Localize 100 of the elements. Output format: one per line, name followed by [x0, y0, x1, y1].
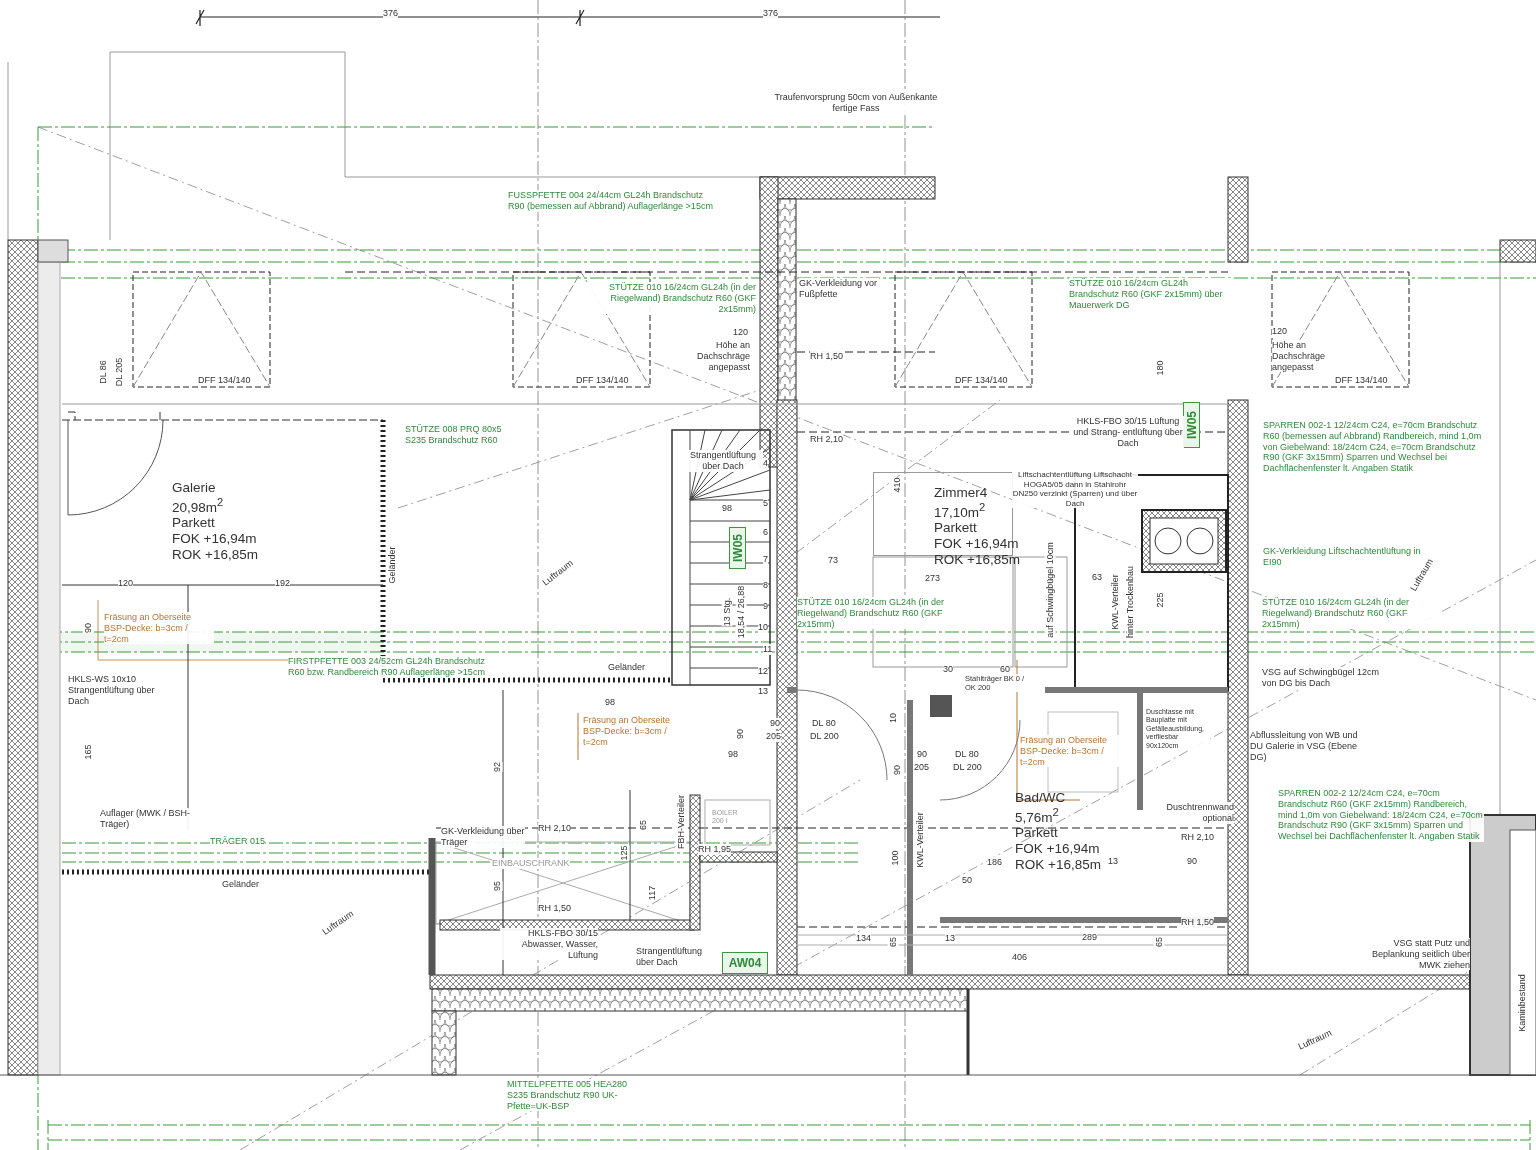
dimension-value: 192	[275, 578, 291, 589]
structural-note: STÜTZE 008 PRQ 80x5 S235 Brandschutz R60	[405, 424, 505, 446]
annotation: HKLS-FBO 30/15 Lüftung und Strang- entlüftung über Dach	[1072, 416, 1184, 449]
step-number: 10	[758, 622, 768, 633]
ceiling-height: RH 1,50	[810, 351, 844, 362]
roof-window-label: DFF 134/140	[576, 375, 629, 386]
floor-level: FOK +16,94m	[1015, 840, 1101, 857]
dimension-value: DL 205	[113, 357, 125, 387]
structural-note: SPARREN 002-2 12/24cm C24, e=70cm Brandschutz R60 (GKF 2x15mm) Randbereich, mind 1,0m von Giebelwand: 18/24cm C24, e=70cm Brandschutz R90 (GKF 3x15mm) Sparren und Wechsel bei Dachflächenfenster lt. Angaben Statik	[1278, 788, 1484, 842]
floor-finish: Parkett	[172, 515, 216, 531]
dimension-value: 13 Stg.	[721, 597, 733, 627]
dimension-value: 406	[1012, 952, 1028, 963]
annotation: HKLS-WS 10x10 Strangentlüftung über Dach	[68, 674, 158, 707]
dimension-value: 65	[887, 937, 899, 947]
structural-note: STÜTZE 010 16/24cm GL24h (in der Riegelwand) Brandschutz R60 (GKF 2x15mm)	[1262, 597, 1442, 630]
dimension-value: 13	[945, 933, 955, 944]
dimension-value: 225	[1154, 592, 1166, 608]
roof-window-label: DFF 134/140	[198, 375, 251, 386]
ceiling-height: RH 2,10	[538, 823, 572, 834]
step-number: 5	[763, 498, 768, 509]
roof-window-label: DFF 134/140	[1335, 375, 1388, 386]
dimension-value: 165	[82, 744, 94, 760]
dimension-value: 18,54 / 26,88	[735, 585, 747, 639]
dimension-value: 90	[917, 749, 927, 760]
dimension-value: 180	[1154, 360, 1166, 376]
dimension-value: 120	[118, 578, 134, 589]
dimension-value: 134	[856, 933, 872, 944]
floor-finish: Parkett	[1015, 825, 1059, 841]
dimension-value: DL 200	[810, 731, 839, 742]
ceiling-height: RH 2,10	[810, 434, 844, 445]
step-number: 8	[763, 580, 768, 591]
step-number: 7	[763, 554, 768, 565]
dimension-value: 65	[637, 820, 649, 830]
dimension-value: 98	[722, 503, 732, 514]
room-name: Bad/WC	[1015, 790, 1067, 806]
dimension-value: 90	[734, 729, 746, 739]
step-number: 4	[763, 458, 768, 469]
structural-note: STÜTZE 010 16/24cm GL24h Brandschutz R60 (GKF 2x15mm) über Mauerwerk DG	[1069, 278, 1231, 311]
step-number: 13	[758, 686, 768, 697]
dimension-value: 90	[891, 765, 903, 775]
annotation: KWL-Verteiler	[914, 812, 926, 868]
dimension-value: 60	[1000, 664, 1010, 675]
annotation: hinter Trockenbau	[1124, 566, 1136, 638]
step-number: 11	[763, 644, 773, 655]
floor-finish: Parkett	[934, 520, 978, 536]
annotation: Traufenvorsprung 50cm von Außenkante fertige Fass	[772, 92, 940, 114]
wall-type-tag: IW05	[729, 527, 746, 569]
step-number: 12	[758, 666, 768, 677]
dimension-value: 289	[1082, 932, 1098, 943]
dimension-value: 273	[925, 573, 941, 584]
room-name: Galerie	[172, 480, 217, 496]
annotation: KWL-Verteiler	[1109, 574, 1121, 630]
floor-level: ROK +16,85m	[934, 551, 1020, 568]
dimension-value: 117	[646, 885, 658, 901]
floor-level: FOK +16,94m	[172, 530, 258, 547]
wall-type-tag: IW05	[1183, 402, 1200, 448]
annotation: GK-Verkleidung über Träger	[441, 826, 525, 848]
annotation: HKLS-FBO 30/15 Abwasser, Wasser, Lüftung	[500, 928, 598, 961]
room-area: 20,98m$^{2}$	[172, 495, 258, 516]
dimension-value: 50	[962, 875, 972, 886]
ceiling-height: RH 2,10	[1181, 832, 1215, 843]
floor-level: FOK +16,94m	[934, 535, 1020, 552]
railing-label: Geländer	[386, 546, 398, 584]
dimension-value: DL 80	[812, 718, 836, 729]
step-number: 9	[763, 601, 768, 612]
dimension-value: 90	[82, 623, 94, 633]
dimension-value: 90	[1187, 856, 1197, 867]
dimension-value: 63	[1092, 572, 1102, 583]
railing-label: Geländer	[222, 879, 260, 890]
ceiling-height: RH 1,50	[538, 903, 572, 914]
floor-level: ROK +16,85m	[1015, 856, 1101, 873]
dimension-value: 30	[943, 664, 953, 675]
dimension-value: 120	[1272, 326, 1288, 337]
dimension-value: 73	[828, 555, 838, 566]
annotation: Abflussleitung von WB und DU Galerie in VSG (Ebene DG)	[1250, 730, 1360, 763]
railing-label: Geländer	[608, 662, 646, 673]
dimension-value: DL 80	[955, 749, 979, 760]
dimension-value: 125	[618, 845, 630, 861]
dimension-value: 90	[770, 718, 780, 729]
wall-type-tag: AW04	[722, 952, 768, 974]
dimension-value: 98	[605, 697, 615, 708]
structural-note: FUSSPFETTE 004 24/44cm GL24h Brandschutz R90 (bemessen auf Abbrand) Auflagerlänge >15cm	[508, 190, 713, 212]
dimension-value: 205	[766, 731, 782, 742]
annotation: auf Schwingbügel 10cm	[1044, 542, 1056, 638]
dimension-value: 92	[491, 762, 503, 772]
step-number: 6	[763, 527, 768, 538]
milling-note: Fräsung an Oberseite BSP-Decke: b=3cm / t=2cm	[104, 612, 214, 645]
dimension-value: 410	[891, 477, 903, 493]
dimension-value: DL 200	[953, 762, 982, 773]
dimension-value: 65	[1153, 937, 1165, 947]
dimension-value: 13	[1108, 856, 1118, 867]
milling-note: Fräsung an Oberseite BSP-Decke: b=3cm / t=2cm	[1020, 735, 1120, 768]
dimension-value: 376	[383, 8, 399, 19]
dimension-value: 98	[728, 749, 738, 760]
dimension-value: 10	[887, 713, 899, 723]
dimension-value: 205	[914, 762, 930, 773]
railing-label: Kaminbestand	[1516, 974, 1528, 1032]
dimension-value: DL 86	[97, 360, 109, 384]
annotation: GK-Verkleidung vor Fußpfette	[799, 278, 879, 300]
structural-note: GK-Verkleidung Liftschachtentlüftung in EI90	[1263, 546, 1423, 568]
